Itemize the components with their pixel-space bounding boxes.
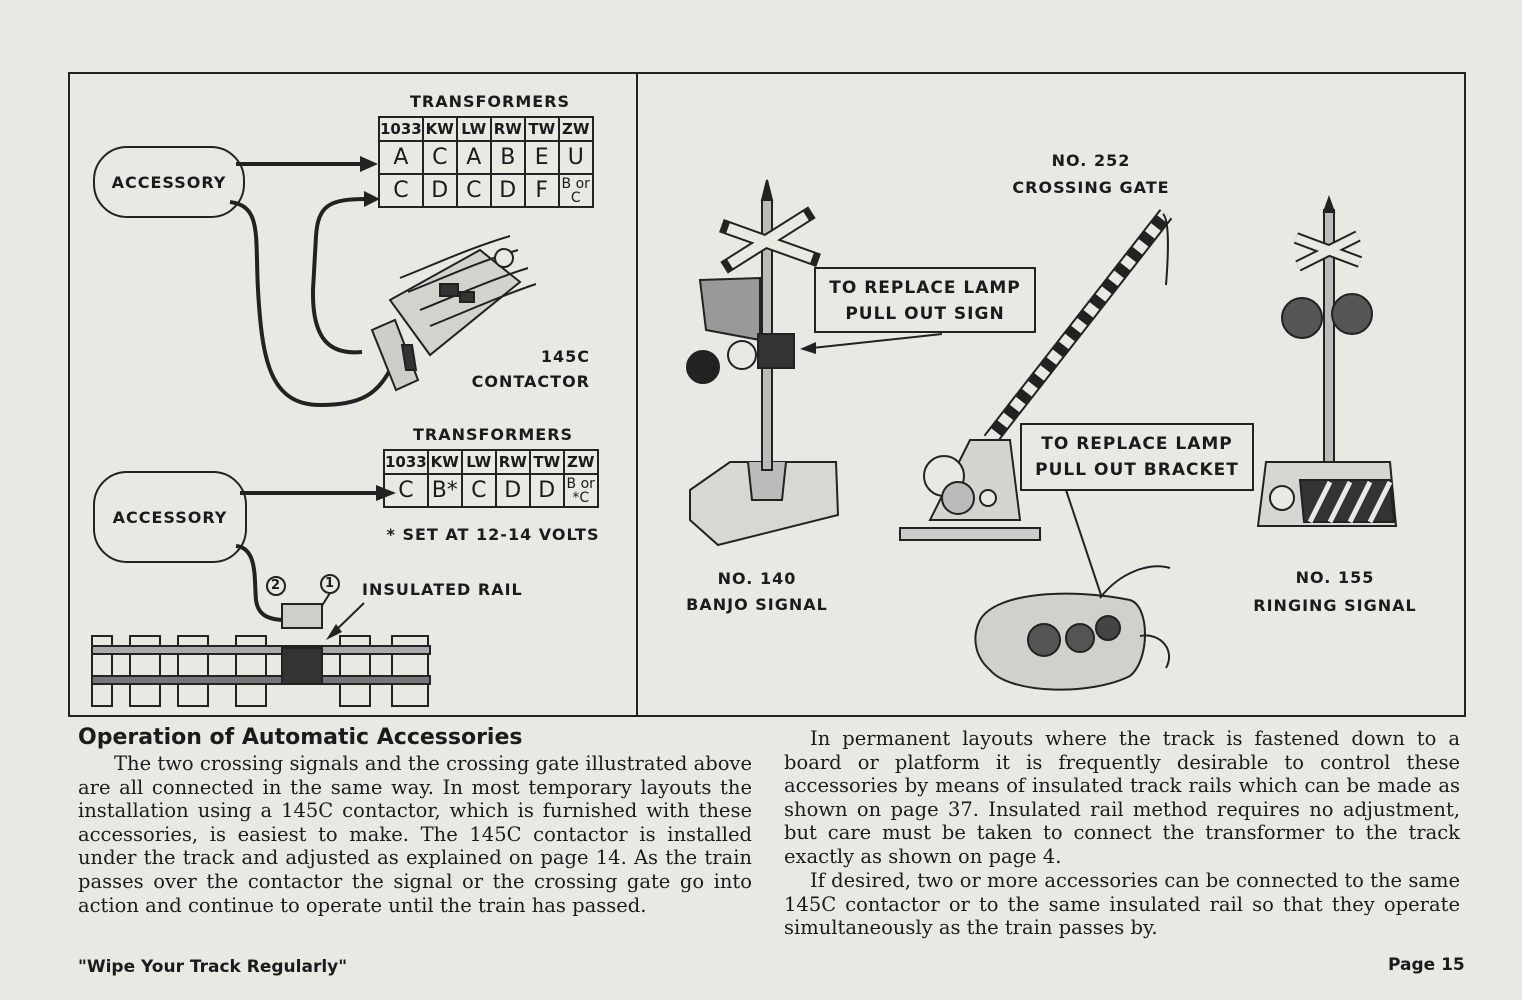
lamp-bracket-detail-drawing [974, 565, 1171, 691]
table-header: KW [421, 116, 458, 142]
table-header: 1033 [383, 449, 429, 475]
callout-line: PULL OUT SIGN [845, 304, 1005, 324]
paragraph: If desired, two or more accessories can … [784, 869, 1460, 940]
article-heading: Operation of Automatic Accessories [78, 725, 523, 750]
callout-pull-out-sign: TO REPLACE LAMP PULL OUT SIGN [814, 267, 1036, 333]
table-cell: C [460, 473, 497, 508]
banjo-signal-drawing [686, 179, 840, 547]
banjo-name: BANJO SIGNAL [686, 595, 828, 614]
accessory-box-top: ACCESSORY [93, 146, 245, 218]
table-header: LW [455, 116, 492, 142]
arrowhead-icon [364, 191, 380, 207]
terminal-1-label: 1 [324, 576, 336, 591]
wire-to-track-terminal [235, 544, 287, 622]
callout-pull-out-bracket: TO REPLACE LAMP PULL OUT BRACKET [1020, 423, 1254, 491]
contactor-drawing [370, 235, 537, 392]
contactor-number: 145C [540, 347, 590, 366]
table-header: ZW [562, 449, 599, 475]
transformers-title-bottom: TRANSFORMERS [412, 425, 574, 444]
table-header: 1033 [378, 116, 424, 142]
paragraph: In permanent layouts where the track is … [784, 727, 1460, 868]
accessory-label: ACCESSORY [112, 507, 228, 527]
ringing-name: RINGING SIGNAL [1253, 596, 1417, 615]
wire-to-contactor-a [229, 200, 394, 408]
crossing-gate-drawing [899, 209, 1173, 541]
table-cell: B* [426, 473, 463, 508]
gate-name: CROSSING GATE [1012, 178, 1170, 197]
table-cell: A [378, 140, 424, 175]
table-header: RW [489, 116, 526, 142]
ringing-number: NO. 155 [1295, 568, 1375, 587]
transformer-table-top: 1033 KW LW RW TW ZW A C A B E U C D C D … [378, 116, 594, 208]
callout-line: PULL OUT BRACKET [1035, 460, 1239, 480]
gate-number: NO. 252 [1051, 151, 1131, 170]
voltage-note: * SET AT 12-14 VOLTS [386, 525, 600, 544]
table-cell: B [489, 140, 526, 175]
table-cell: A [455, 140, 492, 175]
wire-to-contactor-b [310, 197, 367, 355]
page-number: Page 15 [1388, 955, 1465, 975]
table-header: LW [460, 449, 497, 475]
table-cell: D [489, 173, 526, 208]
table-cell: C [455, 173, 492, 208]
table-cell: D [494, 473, 531, 508]
callout-line: TO REPLACE LAMP [829, 278, 1021, 298]
table-cell: C [421, 140, 458, 175]
paragraph: The two crossing signals and the crossin… [78, 752, 752, 917]
illustration-frame [68, 72, 1466, 717]
table-cell: D [528, 473, 565, 508]
table-cell: C [378, 173, 424, 208]
callout-line: TO REPLACE LAMP [1041, 434, 1233, 454]
table-cell: F [523, 173, 560, 208]
transformer-table-bottom: 1033 KW LW RW TW ZW C B* C D D B or *C [383, 449, 599, 508]
arrowhead-icon [360, 156, 378, 172]
table-cell: B or *C [562, 473, 599, 508]
transformers-title-top: TRANSFORMERS [409, 92, 571, 111]
contactor-label: CONTACTOR [471, 372, 590, 391]
table-cell: B or C [557, 173, 594, 208]
footer-slogan: "Wipe Your Track Regularly" [78, 957, 348, 977]
table-cell: U [557, 140, 594, 175]
track-section [91, 603, 431, 707]
terminal-2-label: 2 [270, 578, 282, 593]
insulated-rail-label: INSULATED RAIL [362, 580, 523, 599]
table-header: TW [528, 449, 565, 475]
table-cell: D [421, 173, 458, 208]
accessory-box-bottom: ACCESSORY [93, 471, 247, 563]
table-header: KW [426, 449, 463, 475]
panel-divider [636, 72, 638, 717]
table-header: ZW [557, 116, 594, 142]
accessory-label: ACCESSORY [111, 172, 227, 192]
ringing-signal-drawing [1256, 195, 1398, 527]
banjo-number: NO. 140 [717, 569, 797, 588]
table-header: RW [494, 449, 531, 475]
table-cell: C [383, 473, 429, 508]
table-cell: E [523, 140, 560, 175]
table-header: TW [523, 116, 560, 142]
